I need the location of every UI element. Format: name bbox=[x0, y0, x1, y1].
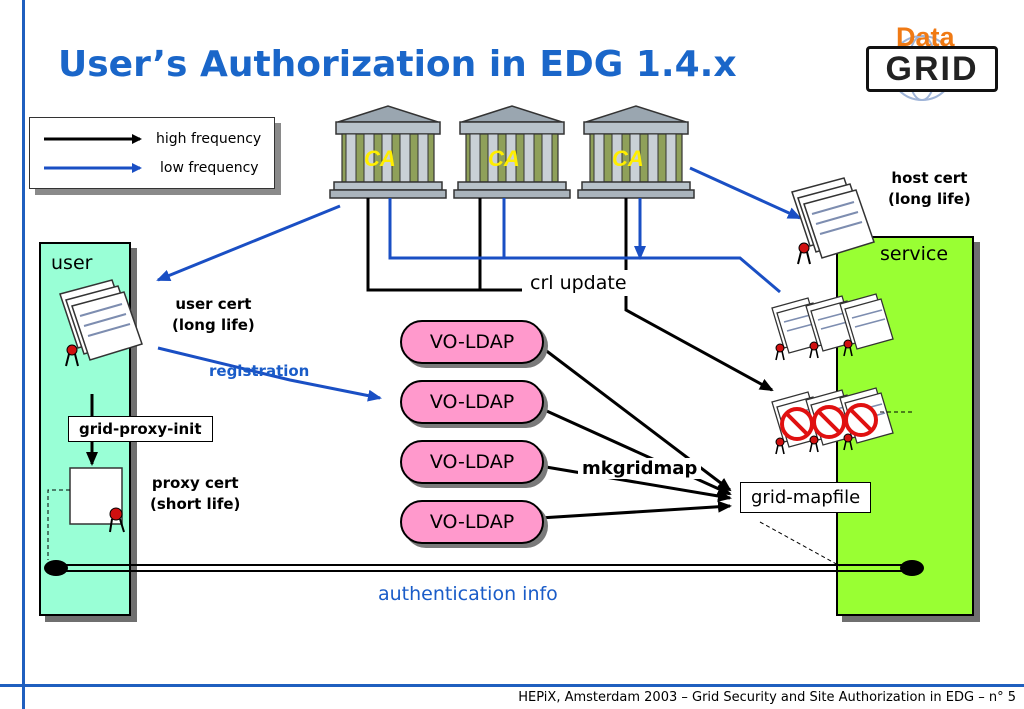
user-cert-label-line2: (long life) bbox=[172, 316, 255, 334]
grid-mapfile-label: grid-mapfile bbox=[740, 482, 872, 513]
no-sign-icon-3 bbox=[844, 403, 878, 437]
legend-high-frequency-label: high frequency bbox=[156, 131, 262, 147]
authentication-info-link bbox=[44, 560, 924, 576]
slide-title: User’s Authorization in EDG 1.4.x bbox=[58, 44, 737, 85]
ca-to-host-arrow bbox=[689, 166, 802, 220]
user-cert-icon bbox=[59, 279, 143, 367]
proxy-cert-label-line2: (short life) bbox=[150, 495, 241, 513]
vo-ldap-1: VO-LDAP bbox=[400, 320, 544, 364]
grid-proxy-init-label: grid-proxy-init bbox=[68, 416, 213, 442]
legend-low-frequency-label: low frequency bbox=[160, 160, 259, 176]
registration-label: registration bbox=[209, 362, 310, 380]
vo-ldap-2: VO-LDAP bbox=[400, 380, 544, 424]
vo-ldap-2-arrow bbox=[539, 406, 732, 496]
host-cert-icon bbox=[791, 177, 875, 265]
proxy-cert-icon bbox=[69, 467, 125, 533]
slide-footer: HEPiX, Amsterdam 2003 – Grid Security an… bbox=[518, 690, 1016, 705]
vo-ldap-4-arrow bbox=[539, 500, 732, 520]
mapfile-dashed-line bbox=[759, 521, 841, 567]
user-cert-label: user cert (long life) bbox=[172, 294, 255, 336]
ca-to-user-arrow bbox=[156, 204, 341, 282]
proxy-cert-label-line1: proxy cert bbox=[151, 474, 239, 492]
service-cert-icon-3 bbox=[839, 293, 894, 357]
left-border-rule bbox=[22, 0, 25, 709]
proxy-cert-label: proxy cert (short life) bbox=[150, 473, 240, 515]
ca-label-2: CA bbox=[488, 146, 520, 171]
service-panel-label: service bbox=[880, 243, 949, 265]
no-sign-icon-2 bbox=[812, 405, 846, 439]
crl-line-blue bbox=[388, 198, 781, 294]
legend: high frequency low frequency bbox=[29, 117, 275, 189]
authentication-info-label: authentication info bbox=[378, 583, 558, 605]
ca-label-3: CA bbox=[612, 146, 644, 171]
crl-update-label: crl update bbox=[522, 270, 635, 296]
user-panel-label: user bbox=[51, 252, 93, 274]
host-cert-label-line2: (long life) bbox=[888, 190, 971, 208]
vo-ldap-4: VO-LDAP bbox=[400, 500, 544, 544]
bottom-border-rule bbox=[0, 684, 1024, 687]
ca-label-1: CA bbox=[364, 146, 396, 171]
logo-text-grid: GRID bbox=[866, 46, 998, 92]
registration-arrow bbox=[157, 346, 382, 402]
no-sign-icon-1 bbox=[780, 407, 814, 441]
user-cert-label-line1: user cert bbox=[175, 295, 252, 313]
vo-ldap-3: VO-LDAP bbox=[400, 440, 544, 484]
mkgridmap-label: mkgridmap bbox=[578, 458, 702, 479]
proxy-dashed-line bbox=[47, 489, 70, 560]
host-cert-label-line1: host cert bbox=[891, 169, 968, 187]
vo-ldap-3-arrow bbox=[539, 464, 732, 502]
host-cert-label: host cert (long life) bbox=[888, 168, 971, 210]
